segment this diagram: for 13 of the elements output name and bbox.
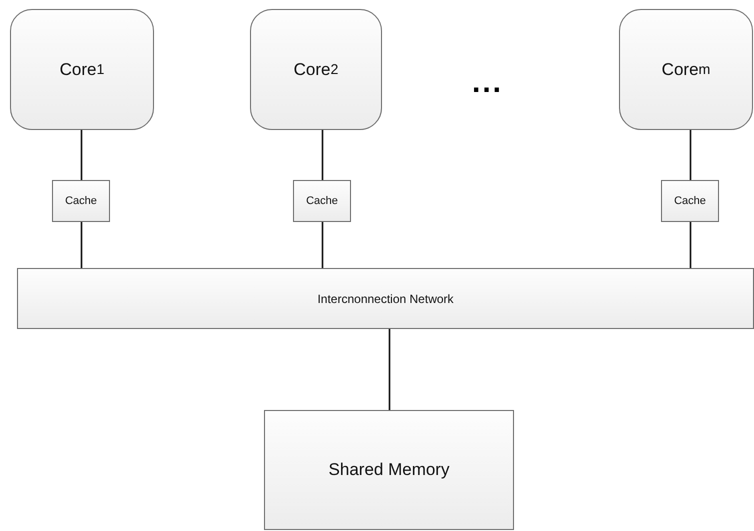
cache-box: Cache [661, 180, 719, 222]
connector-line [690, 222, 692, 268]
ellipsis-label: ... [472, 68, 504, 98]
connector-line [80, 130, 82, 180]
cache-box: Cache [52, 180, 110, 222]
connector-line [388, 329, 390, 410]
connector-line [322, 222, 324, 268]
cache-box: Cache [293, 180, 351, 222]
network-bar: Intercnonnection Network [17, 268, 754, 329]
memory-box: Shared Memory [264, 410, 514, 530]
connector-line [322, 130, 324, 180]
connector-line [80, 222, 82, 268]
connector-line [690, 130, 692, 180]
